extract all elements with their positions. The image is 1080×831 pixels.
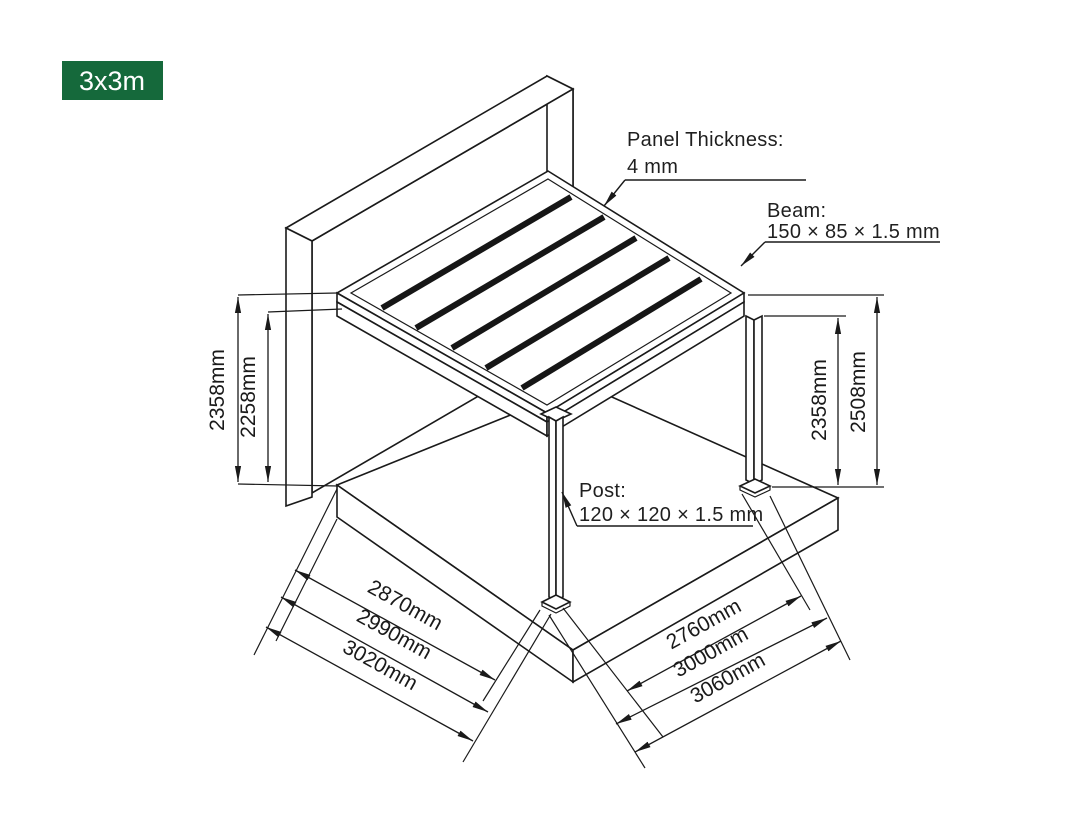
leader-line — [740, 241, 766, 267]
size-badge-label: 3x3m — [79, 66, 145, 96]
dimension-label-left-outer: 2358mm — [206, 349, 229, 431]
right-post-left-face — [745, 314, 755, 486]
dimension-line — [634, 640, 842, 753]
dimension-label-right-inner: 2358mm — [808, 359, 831, 441]
right-height-dimensions: 2358mm 2508mm — [748, 294, 884, 488]
extension-line — [769, 495, 851, 661]
callout-beam: Beam: 150 × 85 × 1.5 mm — [740, 200, 940, 267]
callout-panel-label: Panel Thickness: — [627, 129, 784, 151]
roof-slat — [414, 214, 606, 331]
dimension-label-left-inner: 2258mm — [237, 356, 260, 438]
callout-post-label: Post: — [579, 480, 626, 502]
callout-panel-value: 4 mm — [627, 156, 678, 178]
callout-post: Post: 120 × 120 × 1.5 mm — [561, 480, 763, 527]
extension-line — [741, 493, 811, 611]
callout-post-value: 120 × 120 × 1.5 mm — [579, 504, 763, 526]
callout-beam-value: 150 × 85 × 1.5 mm — [767, 221, 940, 243]
right-post — [738, 314, 772, 498]
front-post-left-face — [548, 415, 557, 603]
front-post-right-face — [555, 415, 564, 603]
callout-panel-thickness: Panel Thickness: 4 mm — [603, 129, 806, 207]
callout-beam-label: Beam: — [767, 200, 826, 222]
extension-line — [237, 483, 339, 487]
front-post — [539, 406, 573, 614]
roof-slats — [380, 194, 703, 391]
extension-line — [253, 488, 338, 656]
roof-beam-right — [546, 300, 745, 438]
roof-slat — [380, 194, 573, 311]
roof — [335, 170, 746, 438]
extension-line — [237, 292, 338, 296]
roof-slat — [450, 235, 638, 351]
front-post-base-skirt — [541, 602, 571, 614]
roof-slat — [484, 255, 671, 371]
extension-line — [548, 614, 646, 769]
extension-line — [462, 613, 552, 763]
right-post-right-face — [753, 314, 763, 486]
size-badge-background — [62, 61, 163, 100]
wall-left-end-face — [285, 226, 313, 508]
right-post-base-skirt — [739, 486, 771, 498]
dimension-line — [265, 626, 474, 742]
roof-slat — [520, 276, 703, 391]
extension-line — [267, 308, 343, 313]
roof-inner-rim — [349, 178, 733, 406]
left-height-dimensions: 2358mm 2258mm — [206, 292, 343, 487]
leader-line — [603, 179, 626, 207]
size-badge: 3x3m — [62, 61, 163, 100]
leader-line — [561, 491, 578, 527]
dimension-label-right-outer: 2508mm — [847, 351, 870, 433]
extension-line — [482, 609, 541, 702]
